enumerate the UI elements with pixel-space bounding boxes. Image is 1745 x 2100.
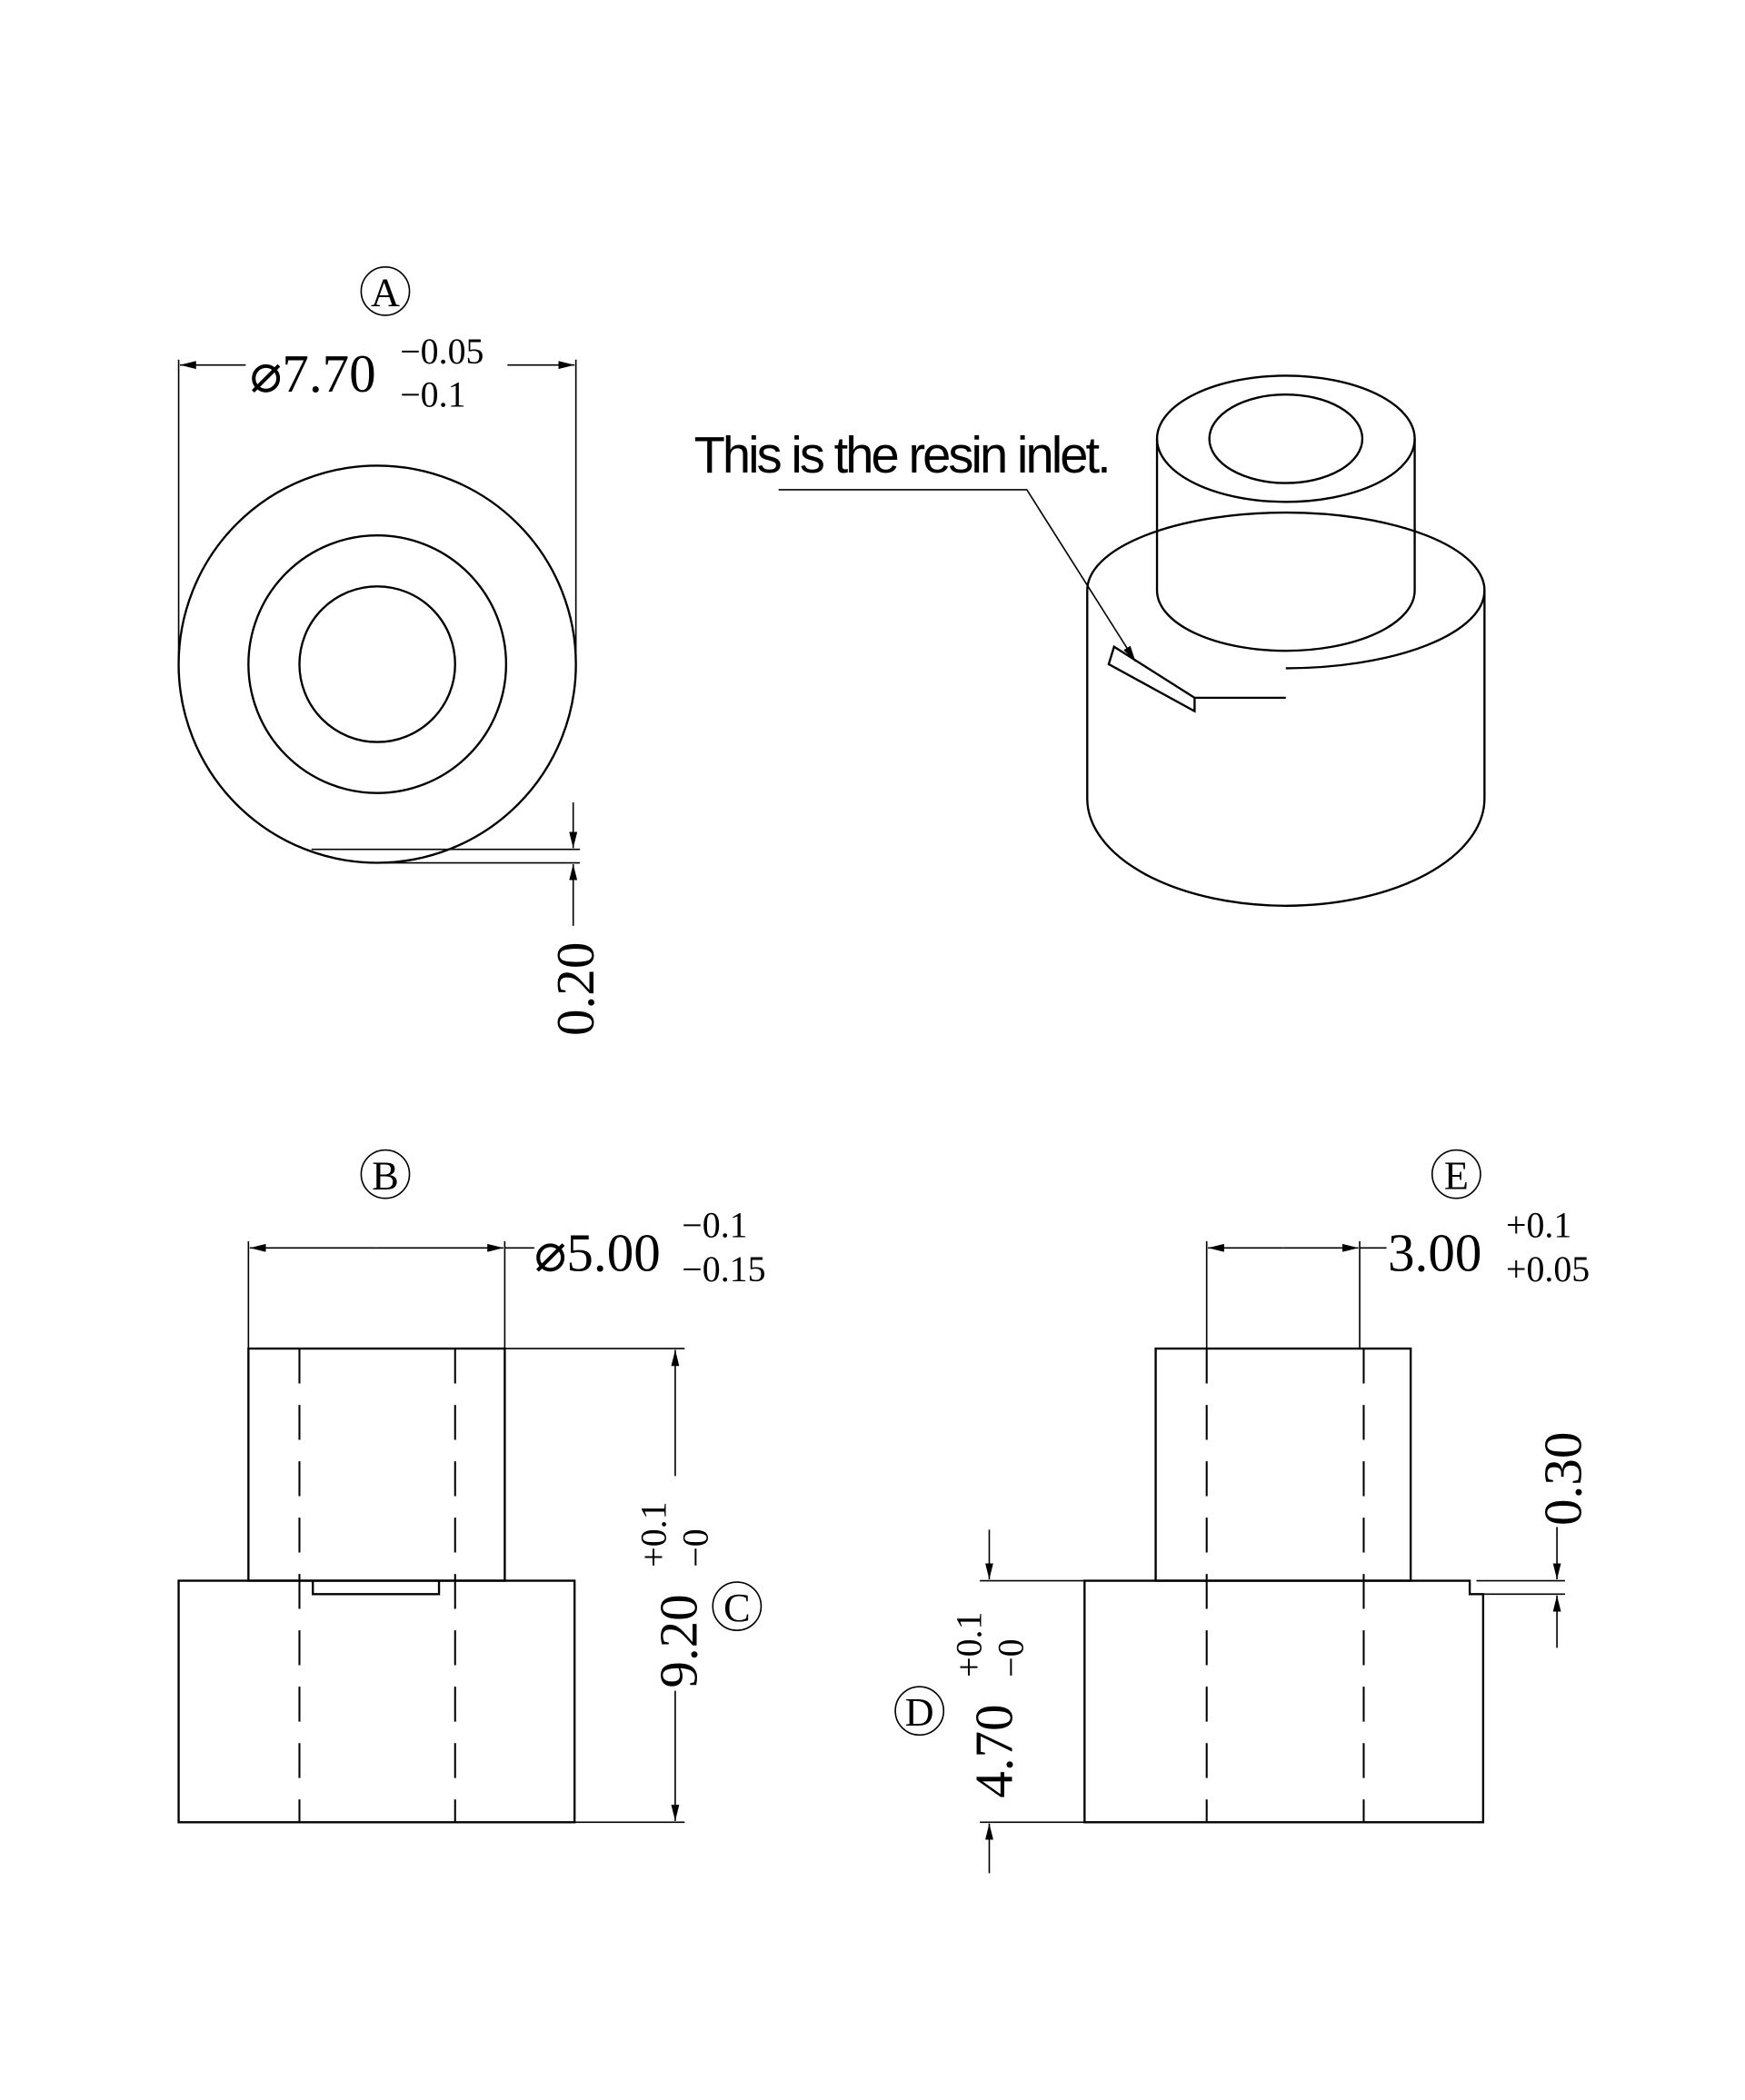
dimension-diameter-b: ⌀5.00 — [534, 1222, 661, 1282]
dimension-diameter-a: ⌀7.70 — [250, 343, 376, 403]
view-label-circle-a — [360, 266, 411, 316]
view-e-side: E 3.00 +0.1 +0.05 0.30 4.70 +0.1 −0 D — [894, 1149, 1593, 1874]
shoulder-circle — [247, 534, 508, 794]
view-label-d: D — [905, 1690, 934, 1735]
view-label-c: C — [723, 1586, 751, 1630]
tolerance-lower-c: −0 — [674, 1528, 715, 1567]
dimension-width-e: 3.00 — [1388, 1222, 1481, 1282]
offset-lines — [311, 848, 581, 864]
dimension-height-c: 9.20 — [649, 1594, 709, 1687]
resin-inlet-notch — [1107, 644, 1286, 713]
view-a-top: A ⌀7.70 −0.05 −0.1 0.20 — [177, 266, 605, 1036]
tolerance-upper-a: −0.05 — [400, 331, 484, 372]
extension-lines — [177, 359, 577, 664]
leader-line — [778, 489, 1137, 662]
tolerance-lower-d: −0 — [990, 1638, 1031, 1677]
view-b-side: B ⌀5.00 −0.1 −0.15 9.20 +0.1 −0 C — [177, 1149, 766, 1824]
dimension-height-d: 4.70 — [964, 1704, 1024, 1797]
tolerance-upper-d: +0.1 — [949, 1612, 990, 1677]
tolerance-upper-e: +0.1 — [1506, 1204, 1571, 1245]
tolerance-lower-e: +0.05 — [1506, 1249, 1590, 1289]
resin-inlet-note: This is the resin inlet. — [694, 426, 1109, 483]
tolerance-lower-b: −0.15 — [682, 1249, 765, 1289]
tolerance-upper-c: +0.1 — [633, 1501, 674, 1567]
outer-circle — [177, 464, 577, 864]
tolerance-upper-b: −0.1 — [682, 1204, 747, 1245]
dimension-offset-a: 0.20 — [545, 942, 605, 1036]
view-label-b: B — [372, 1153, 399, 1198]
view-label-a: A — [371, 271, 400, 315]
tolerance-lower-a: −0.1 — [400, 373, 465, 414]
view-label-e: E — [1444, 1153, 1469, 1198]
isometric-view: This is the resin inlet. — [694, 374, 1486, 907]
dimension-step-e: 0.30 — [1533, 1432, 1593, 1526]
bore-circle — [298, 585, 456, 743]
